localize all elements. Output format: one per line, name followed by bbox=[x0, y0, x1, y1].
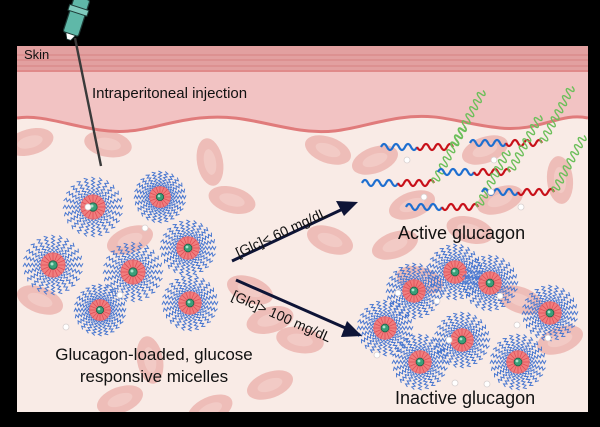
active-glucagon-label: Active glucagon bbox=[398, 223, 526, 243]
blood-cell bbox=[305, 135, 351, 165]
glucose-molecule bbox=[403, 156, 411, 164]
syringe-hub bbox=[62, 0, 91, 37]
blood-cell bbox=[352, 145, 398, 175]
glucagon-peptide bbox=[405, 150, 511, 212]
micelle bbox=[426, 243, 484, 301]
inactive-glucagon-label: Inactive glucagon bbox=[395, 388, 536, 408]
glucose-molecule bbox=[62, 323, 70, 331]
blood-cell bbox=[136, 336, 164, 384]
glucose-molecule bbox=[394, 289, 402, 297]
epidermis-layer bbox=[17, 46, 588, 72]
blood-cell bbox=[372, 230, 418, 260]
blood-cell bbox=[187, 394, 233, 412]
high-glucose-arrow bbox=[235, 278, 362, 337]
micelle bbox=[489, 333, 547, 391]
micelle bbox=[385, 262, 443, 320]
micelle bbox=[356, 299, 414, 357]
micelle bbox=[73, 283, 127, 337]
glucose-molecule bbox=[490, 156, 498, 164]
blood-cell bbox=[17, 127, 54, 157]
blood-cells bbox=[17, 127, 583, 412]
needle bbox=[73, 37, 103, 167]
blood-cell bbox=[196, 138, 224, 186]
glucose-molecule bbox=[116, 291, 124, 299]
blood-cell bbox=[307, 225, 353, 255]
micelle bbox=[161, 274, 219, 332]
micelle bbox=[133, 170, 187, 224]
blood-cell bbox=[97, 385, 143, 412]
micelle bbox=[521, 284, 579, 342]
glucose-molecule bbox=[445, 336, 453, 344]
glucose-molecule bbox=[544, 334, 552, 342]
micelle-cluster-inactive bbox=[356, 243, 579, 391]
glucagon-peptide bbox=[361, 126, 467, 188]
micelles-label: Glucagon-loaded, glucose responsive mice… bbox=[55, 345, 253, 386]
glucagon-peptide bbox=[437, 115, 543, 177]
micelle bbox=[159, 219, 217, 277]
active-glucagon-cluster bbox=[361, 86, 587, 212]
glucose-molecule bbox=[84, 203, 92, 211]
micelle bbox=[391, 333, 449, 391]
epidermis-stripes bbox=[17, 54, 588, 72]
syringe-icon bbox=[62, 0, 103, 167]
dermis-boundary bbox=[17, 114, 588, 134]
blood-cell bbox=[246, 305, 294, 335]
glucose-molecules bbox=[62, 156, 552, 388]
glucose-molecule bbox=[420, 193, 428, 201]
glucose-molecule bbox=[433, 297, 441, 305]
injection-label: Intraperitoneal injection bbox=[92, 85, 248, 102]
glucose-molecule bbox=[496, 292, 504, 300]
blood-cell bbox=[276, 326, 324, 354]
blood-cell bbox=[446, 215, 494, 245]
glucose-molecule bbox=[487, 188, 495, 196]
blood-cell bbox=[208, 185, 256, 215]
glucose-molecule bbox=[451, 379, 459, 387]
skin-label: Skin bbox=[24, 47, 50, 62]
micelle bbox=[461, 254, 519, 312]
glucose-molecule bbox=[483, 380, 491, 388]
low-glucose-arrow bbox=[231, 201, 358, 263]
glucose-molecule bbox=[513, 321, 521, 329]
glucose-molecule bbox=[517, 203, 525, 211]
glucose-molecule bbox=[141, 224, 149, 232]
micelle bbox=[22, 234, 84, 296]
glucose-molecule bbox=[373, 351, 381, 359]
blood-cell bbox=[247, 370, 293, 400]
micelle bbox=[433, 311, 491, 369]
